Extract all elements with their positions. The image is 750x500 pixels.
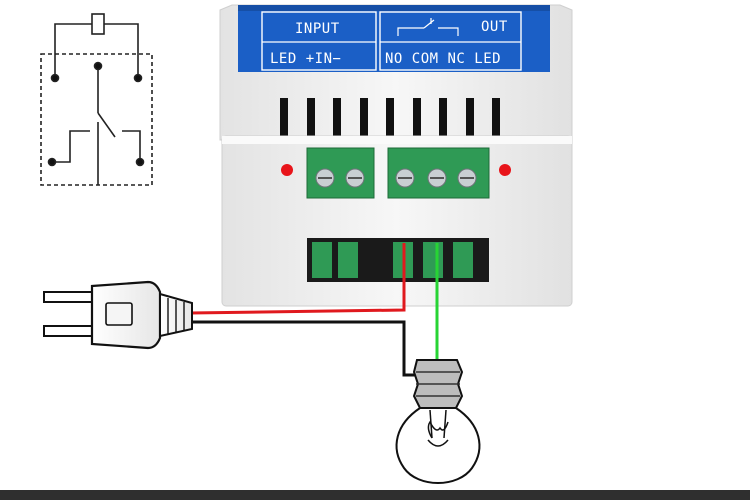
- input-pin-labels: LED +IN−: [270, 51, 341, 67]
- input-led-indicator: [281, 164, 293, 176]
- power-plug-icon: [43, 280, 193, 350]
- relay-symbol-icon: [397, 18, 459, 36]
- output-pin-labels: NO COM NC LED: [385, 51, 501, 67]
- label-panel: INPUT OUT LED +IN− NO COM NC LED: [238, 5, 550, 72]
- input-terminal-block: [306, 147, 375, 199]
- light-bulb-icon: [395, 359, 481, 484]
- relay-schematic-icon: [40, 13, 153, 186]
- bottom-border: [0, 490, 750, 500]
- output-led-indicator: [499, 164, 511, 176]
- live-wire: [189, 243, 406, 315]
- wire-entry-opening: [307, 238, 489, 282]
- wiring: [189, 243, 439, 377]
- neutral-wire: [190, 320, 420, 377]
- output-terminal-block: [387, 147, 490, 199]
- vent-slots: [280, 98, 500, 138]
- relay-module: INPUT OUT LED +IN− NO COM NC LED: [219, 4, 573, 307]
- output-header: OUT: [481, 19, 508, 35]
- input-header: INPUT: [295, 21, 340, 37]
